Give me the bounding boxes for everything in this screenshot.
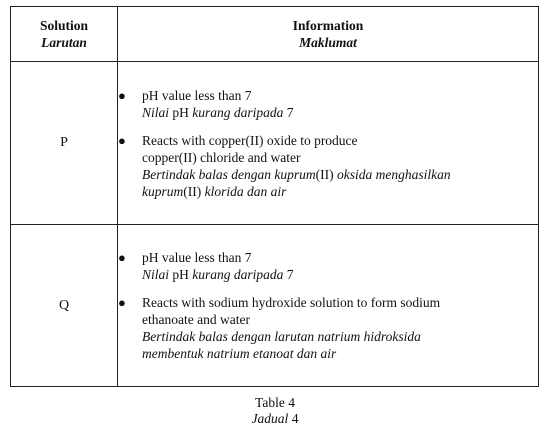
information-list: ● pH value less than 7 Nilai pH kurang d… — [118, 87, 538, 200]
info-en-line: copper(II) chloride and water — [142, 149, 301, 165]
info-en-line: Reacts with sodium hydroxide solution to… — [142, 295, 441, 310]
caption-ms: Jadual 4 — [0, 411, 550, 427]
info-en-line: pH value less than 7 — [142, 87, 252, 103]
header-information: Information Maklumat — [117, 6, 539, 62]
ms-text: kurang daripada — [188, 104, 287, 120]
list-item: ● pH value less than 7 Nilai pH kurang d… — [118, 249, 538, 283]
table-caption: Table 4 Jadual 4 — [0, 395, 550, 427]
ms-text: klorida dan air — [201, 183, 287, 199]
bullet-icon: ● — [118, 250, 126, 265]
caption-ms-word: Jadual — [251, 411, 289, 426]
ms-text-upright: pH — [172, 267, 189, 282]
ms-text-upright: (II) — [315, 166, 334, 182]
list-item: ● Reacts with copper(II) oxide to produc… — [118, 132, 538, 200]
info-ms-line: Bertindak balas dengan kuprum(II) oksida… — [142, 166, 538, 183]
header-solution-ms: Larutan — [41, 35, 87, 50]
information-list: ● pH value less than 7 Nilai pH kurang d… — [118, 249, 538, 362]
ms-text: Bertindak balas dengan kuprum — [142, 166, 316, 182]
info-en-line: ethanoate and water — [142, 312, 250, 327]
ms-text: oksida menghasilkan — [333, 166, 451, 182]
bullet-icon: ● — [118, 132, 126, 148]
information-q: ● pH value less than 7 Nilai pH kurang d… — [117, 224, 539, 387]
table-row-p: P ● pH value less than 7 Nilai pH kurang… — [10, 61, 539, 225]
table-row-q: Q ● pH value less than 7 Nilai pH kurang… — [10, 224, 539, 387]
information-p: ● pH value less than 7 Nilai pH kurang d… — [117, 61, 539, 225]
info-en-line: pH value less than 7 — [142, 250, 252, 265]
info-ms-line: kuprum(II) klorida dan air — [142, 183, 538, 200]
table-header-row: Solution Larutan Information Maklumat — [10, 6, 539, 62]
solution-p: P — [10, 61, 118, 225]
list-item: ● Reacts with sodium hydroxide solution … — [118, 294, 538, 362]
header-solution: Solution Larutan — [10, 6, 118, 62]
info-ms-line: Nilai pH kurang daripada 7 — [142, 266, 538, 283]
header-solution-en: Solution — [39, 18, 89, 33]
caption-ms-number: 4 — [291, 411, 299, 426]
info-ms-line: Nilai pH kurang daripada 7 — [142, 104, 538, 121]
information-table: Solution Larutan Information Maklumat P … — [10, 6, 539, 387]
info-ms-line: Bertindak balas dengan larutan natrium h… — [142, 329, 421, 344]
solution-q: Q — [10, 224, 118, 387]
ms-text: Nilai — [142, 104, 173, 120]
ms-text: Nilai — [142, 267, 173, 282]
info-ms-line: membentuk natrium etanoat dan air — [142, 346, 337, 361]
info-en-line: Reacts with copper(II) oxide to produce — [142, 132, 358, 148]
ms-text-upright: 7 — [286, 267, 294, 282]
header-information-en: Information — [292, 18, 364, 33]
ms-text-upright: pH — [172, 104, 189, 120]
ms-text-upright: (II) — [183, 183, 202, 199]
ms-text: kuprum — [142, 183, 184, 199]
ms-text: kurang daripada — [188, 267, 287, 282]
caption-en: Table 4 — [255, 395, 295, 410]
ms-text-upright: 7 — [286, 104, 294, 120]
bullet-icon: ● — [118, 87, 126, 103]
header-information-ms: Maklumat — [299, 35, 357, 50]
list-item: ● pH value less than 7 Nilai pH kurang d… — [118, 87, 538, 121]
bullet-icon: ● — [118, 295, 126, 310]
